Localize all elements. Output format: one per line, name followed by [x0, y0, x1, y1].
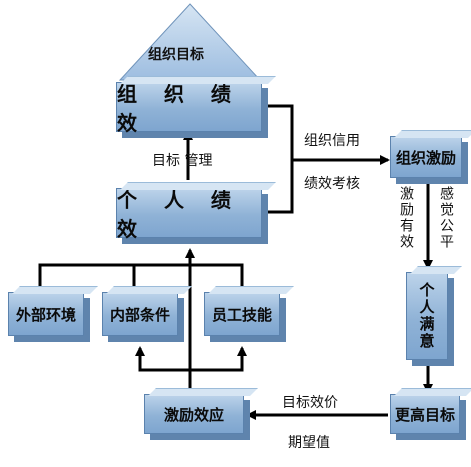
org-goal-label: 组织目标 — [148, 47, 204, 63]
external-environment-box: 外部环境 — [8, 286, 98, 336]
personal-performance-label: 个 人 绩 效 — [117, 188, 241, 241]
incentive-effect-box: 激励效应 — [144, 388, 258, 434]
internal-conditions-box: 内部条件 — [102, 286, 192, 336]
org-performance-box: 组 织 绩 效 — [116, 76, 276, 135]
org-incentive-box: 组织激励 — [390, 130, 471, 178]
arrow-to-staff-skill — [190, 346, 247, 372]
incentive-effective-label: 激励有效 — [398, 186, 414, 250]
goal-value-label: 目标效价 — [282, 395, 338, 411]
external-environment-label: 外部环境 — [15, 305, 76, 324]
line-perf-merge — [262, 104, 294, 214]
incentive-effect-label: 激励效应 — [163, 405, 224, 424]
org-performance-label: 组 织 绩 效 — [117, 82, 241, 135]
personal-satisfaction-label: 个人满意 — [417, 282, 436, 350]
line-factors-bracket — [38, 263, 244, 290]
higher-goal-box: 更高目标 — [390, 388, 471, 434]
expectation-label: 期望值 — [288, 435, 330, 451]
fairness-label: 感觉公平 — [438, 186, 454, 250]
staff-skills-label: 员工技能 — [211, 305, 272, 324]
org-credit-label: 组织信用 — [304, 133, 360, 149]
staff-skills-box: 员工技能 — [204, 286, 294, 336]
personal-satisfaction-box: 个人满意 — [406, 266, 462, 360]
org-goal-triangle — [118, 3, 262, 81]
higher-goal-label: 更高目标 — [394, 405, 455, 424]
goal-management-label: 目标 管理 — [152, 153, 213, 169]
org-incentive-label: 组织激励 — [395, 148, 456, 167]
performance-review-label: 绩效考核 — [304, 176, 360, 192]
arrow-to-internal-cond — [135, 346, 190, 372]
internal-conditions-label: 内部条件 — [109, 305, 170, 324]
personal-performance-box: 个 人 绩 效 — [116, 182, 276, 241]
